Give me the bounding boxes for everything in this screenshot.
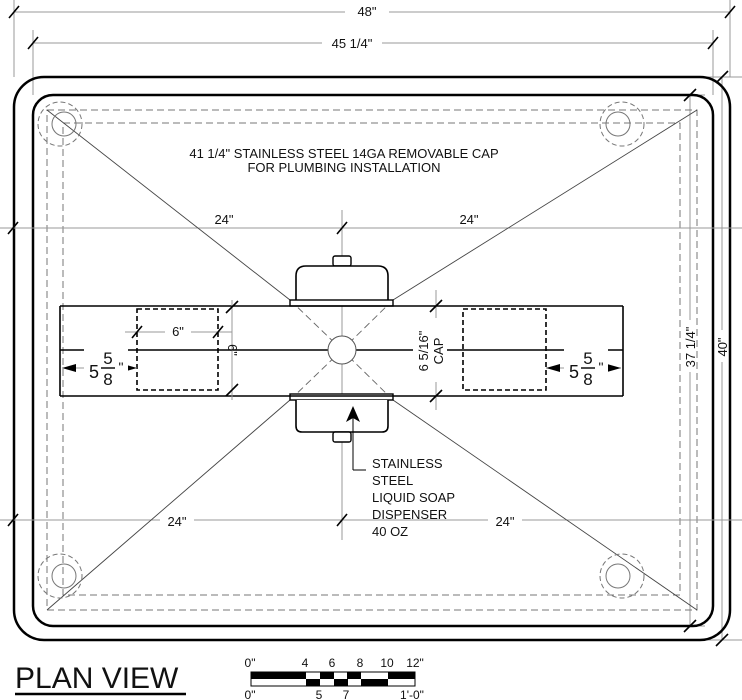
cap-strip [59, 305, 624, 397]
cap-note-line1: 41 1/4" STAINLESS STEEL 14GA REMOVABLE C… [189, 146, 498, 161]
edge-right-inch-mark: " [599, 359, 604, 375]
scale-top-label: 8 [357, 656, 364, 670]
scale-top-label: 10 [380, 656, 394, 670]
scale-top-label: 0" [245, 656, 256, 670]
frame-hidden-line-inner [62, 122, 681, 596]
edge-right-numerator: 5 [583, 349, 592, 368]
diag-dim-top-right: 24" [459, 212, 478, 227]
dim-37-1-4: 37 1/4" [683, 326, 698, 367]
dim-cap-6-5-16: 6 5/16" [416, 330, 431, 371]
scale-bottom-label: 0" [245, 688, 256, 700]
soap-dispenser-leader [346, 406, 366, 471]
arrowhead-icon [607, 364, 621, 372]
dimension-overall-width: 48" [8, 2, 736, 19]
diag-dim-top-left: 24" [214, 212, 233, 227]
scale-top-label: 12" [406, 656, 424, 670]
soap-note-line: STEEL [372, 473, 413, 488]
edge-left-whole: 5 [89, 362, 99, 382]
leg-top-right [599, 101, 645, 147]
frame-hidden-line-outer [46, 109, 698, 611]
scale-top-label: 6 [329, 656, 336, 670]
scale-bottom-label: 5 [316, 688, 323, 700]
dimension-sink-depth: 6" [225, 300, 240, 400]
table-outer-edge [12, 75, 732, 642]
arrowhead-icon [62, 364, 76, 372]
sink-left [136, 308, 219, 391]
dim-45-1-4: 45 1/4" [332, 36, 373, 51]
scale-bar: 0" 4 6 8 10 12" 0" 5 7 1'-0" [245, 656, 424, 700]
arrowhead-icon [546, 364, 560, 372]
dimension-inner-depth: 37 1/4" [682, 88, 698, 633]
drain-hole [327, 335, 357, 365]
sink-right [462, 308, 547, 391]
edge-left-inch-mark: " [119, 359, 124, 375]
edge-left-numerator: 5 [103, 349, 112, 368]
soap-note-line: STAINLESS [372, 456, 443, 471]
scale-top-label: 4 [302, 656, 309, 670]
dimension-edge-left: 5 5 8 " [62, 349, 137, 389]
plan-view-title: PLAN VIEW [15, 662, 179, 695]
soap-dispenser-top [289, 255, 394, 307]
diag-dim-bottom-right: 24" [495, 514, 514, 529]
diag-dim-bottom-left: 24" [167, 514, 186, 529]
dimension-edge-right: 5 5 8 " [546, 349, 621, 389]
dimension-overall-depth: 40" [714, 70, 730, 647]
edge-left-denominator: 8 [103, 370, 112, 389]
corner-legs [37, 101, 645, 599]
dimension-sink-width: 6" [125, 324, 232, 339]
leader-arrow-icon [346, 406, 360, 422]
leg-bottom-left [37, 553, 83, 599]
leg-top-left [37, 101, 83, 147]
dimension-inner-width: 45 1/4" [27, 34, 719, 51]
dim-40: 40" [715, 337, 730, 356]
edge-right-whole: 5 [569, 362, 579, 382]
leg-bottom-right [599, 553, 645, 599]
dim-sink-6-depth: 6" [225, 344, 240, 356]
soap-note-line: LIQUID SOAP [372, 490, 455, 505]
soap-dispenser-bottom [289, 393, 394, 443]
soap-note-line: DISPENSER [372, 507, 447, 522]
edge-right-denominator: 8 [583, 370, 592, 389]
diagonal-lines [46, 109, 698, 611]
dim-48: 48" [357, 4, 376, 19]
dim-cap-label: CAP [431, 338, 446, 365]
table-top-edge [31, 93, 715, 628]
soap-note-line: 40 OZ [372, 524, 408, 539]
scale-bottom-label: 1'-0" [400, 688, 424, 700]
soap-dispenser-note: STAINLESS STEEL LIQUID SOAP DISPENSER 40… [372, 456, 455, 539]
dim-sink-6-width: 6" [172, 324, 184, 339]
scale-bottom-label: 7 [343, 688, 350, 700]
cap-note-line2: FOR PLUMBING INSTALLATION [247, 160, 440, 175]
dimension-cap-width: 6 5/16" CAP [413, 290, 447, 410]
